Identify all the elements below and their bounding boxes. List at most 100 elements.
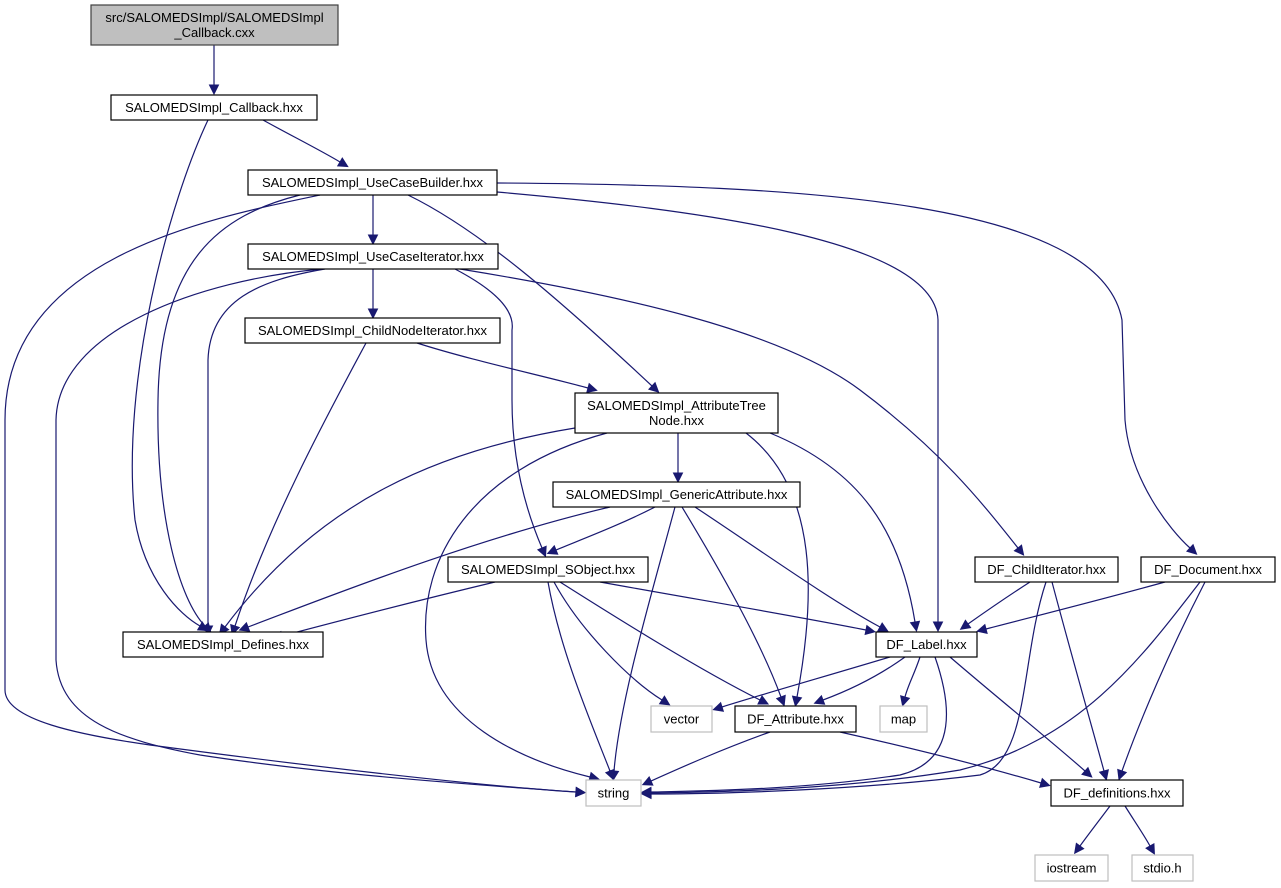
node-childiterator[interactable]: DF_ChildIterator.hxx (974, 556, 1119, 583)
edge-line (1051, 581, 1105, 772)
edge-document-to-string (640, 581, 1201, 799)
edge-line (424, 432, 608, 778)
edge-label-to-vector (712, 656, 891, 712)
edge-line (555, 506, 656, 551)
edge-line (553, 581, 663, 701)
edge-arrowhead (909, 620, 921, 632)
edge-childiterator-to-definitions (1051, 581, 1109, 781)
edge-arrowhead (536, 545, 547, 558)
node-label: DF_Document.hxx (1154, 562, 1262, 577)
node-label: src/SALOMEDSImpl/SALOMEDSImpl (105, 10, 323, 25)
edge-arrowhead (959, 619, 972, 630)
edge-arrowhead (658, 695, 671, 706)
edge-line (745, 432, 809, 698)
node-vector: vector (650, 705, 713, 733)
node-label: DF_definitions.hxx (1064, 786, 1171, 801)
edge-line (904, 656, 921, 698)
node-document[interactable]: DF_Document.hxx (1140, 556, 1276, 583)
edge-arrowhead (1013, 544, 1025, 556)
edge-attributetreenode-to-genericattribute (672, 433, 684, 484)
edge-arrowhead (813, 694, 826, 705)
edge-arrowhead (712, 701, 725, 712)
node-definitions[interactable]: DF_definitions.hxx (1050, 779, 1184, 807)
edge-line (224, 427, 576, 628)
edge-arrowhead (1098, 769, 1109, 781)
edge-line (559, 581, 761, 701)
node-defines[interactable]: SALOMEDSImpl_Defines.hxx (122, 631, 324, 658)
edge-arrowhead (1117, 768, 1128, 781)
node-label: stdio.h (1143, 861, 1181, 876)
edge-line (694, 506, 881, 628)
edge-usecasebuilder-to-string (4, 194, 587, 798)
node-box (244, 317, 501, 344)
edge-usecaseiterator-to-defines (202, 268, 326, 637)
edge-childiterator-to-string (640, 581, 1047, 800)
node-label: Node.hxx (649, 413, 704, 428)
node-root[interactable]: src/SALOMEDSImpl/SALOMEDSImpl_Callback.c… (90, 4, 339, 46)
node-usecasebuilder[interactable]: SALOMEDSImpl_UseCaseBuilder.hxx (247, 169, 498, 196)
node-label: SALOMEDSImpl_Callback.hxx (125, 100, 303, 115)
node-label: _Callback.cxx (173, 25, 255, 40)
edge-line (681, 506, 782, 698)
node-box (247, 243, 499, 270)
node-childnodeiterator[interactable]: SALOMEDSImpl_ChildNodeIterator.hxx (244, 317, 501, 344)
edge-line (496, 191, 939, 622)
node-label: iostream (1047, 861, 1097, 876)
node-map: map (879, 705, 928, 733)
edge-arrowhead (1081, 766, 1093, 778)
node-label[interactable]: DF_Label.hxx (875, 631, 978, 658)
edge-line (496, 182, 1191, 549)
edge-line (967, 581, 1031, 625)
node-sobject[interactable]: SALOMEDSImpl_SObject.hxx (447, 556, 649, 583)
edge-usecaseiterator-to-childnodeiterator (367, 269, 379, 320)
edge-line (1079, 805, 1111, 847)
edge-attribute-to-string (641, 731, 771, 786)
node-string: string (585, 779, 642, 807)
node-box (1050, 779, 1184, 807)
edge-line (55, 268, 577, 793)
edge-line (839, 731, 1042, 784)
edge-line (650, 656, 947, 793)
node-label: SALOMEDSImpl_ChildNodeIterator.hxx (258, 323, 488, 338)
node-box (247, 169, 498, 196)
edge-arrowhead (640, 786, 652, 798)
node-genericattribute[interactable]: SALOMEDSImpl_GenericAttribute.hxx (552, 481, 801, 508)
edge-genericattribute-to-defines (238, 506, 611, 632)
node-box (650, 705, 713, 733)
edge-definitions-to-iostream (1074, 805, 1111, 855)
node-label: string (598, 786, 630, 801)
edge-arrowhead (932, 621, 944, 633)
edge-line (949, 656, 1086, 772)
edge-definitions-to-stdio (1124, 805, 1155, 855)
edge-line (769, 432, 916, 623)
node-callback[interactable]: SALOMEDSImpl_Callback.hxx (110, 94, 318, 121)
edge-arrowhead (641, 775, 654, 786)
node-box (1034, 854, 1109, 882)
edge-arrowhead (336, 157, 349, 168)
edge-genericattribute-to-sobject (546, 506, 656, 555)
node-box (879, 705, 928, 733)
node-box (974, 556, 1119, 583)
edge-line (454, 268, 543, 549)
edge-document-to-definitions (1117, 581, 1206, 781)
node-box (552, 481, 801, 508)
edge-usecasebuilder-to-label (496, 191, 944, 633)
edge-attributetreenode-to-label (769, 432, 921, 632)
edge-line (613, 506, 676, 772)
edge-line (985, 581, 1166, 630)
node-label: map (891, 712, 916, 727)
edge-arrowhead (208, 84, 220, 96)
node-label: SALOMEDSImpl_UseCaseBuilder.hxx (262, 175, 484, 190)
node-usecaseiterator[interactable]: SALOMEDSImpl_UseCaseIterator.hxx (247, 243, 499, 270)
edge-usecasebuilder-to-usecaseiterator (367, 195, 379, 246)
node-label: SALOMEDSImpl_UseCaseIterator.hxx (262, 249, 484, 264)
edge-line (547, 581, 611, 772)
edge-arrowhead (1039, 777, 1051, 788)
edge-label-to-string (640, 656, 947, 798)
edge-usecaseiterator-to-string (55, 268, 587, 798)
node-label: DF_ChildIterator.hxx (987, 562, 1106, 577)
node-attribute[interactable]: DF_Attribute.hxx (734, 705, 857, 733)
edge-callback-to-usecasebuilder (262, 119, 349, 168)
